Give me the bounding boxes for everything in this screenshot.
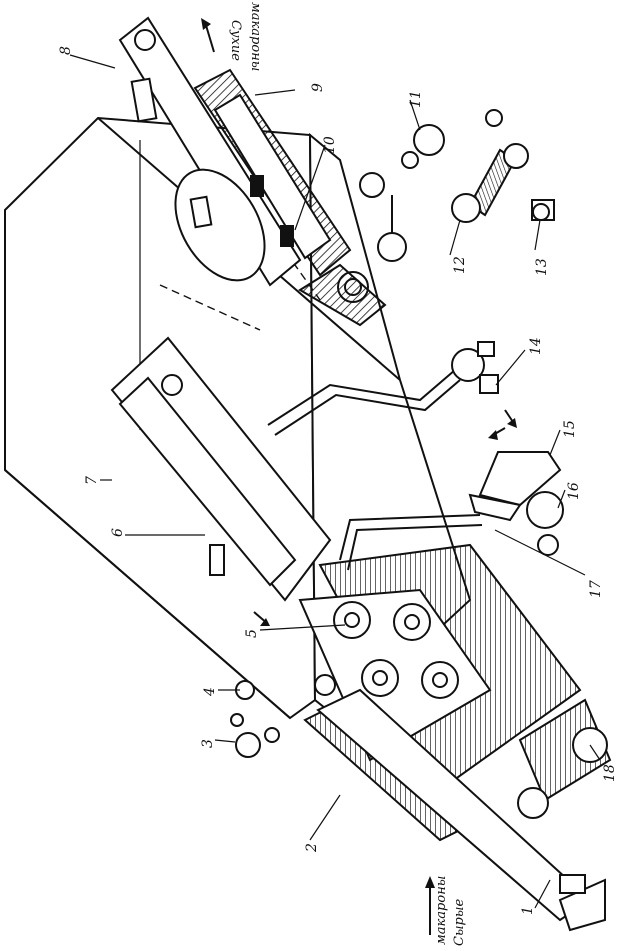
inlet-conveyor	[230, 674, 606, 932]
air-duct-fan	[267, 341, 499, 436]
callout-16: 16	[566, 482, 582, 500]
callout-1: 1	[520, 906, 536, 915]
callout-18: 18	[602, 764, 618, 782]
lower-drying-block	[298, 543, 612, 819]
callout-17: 17	[588, 580, 604, 598]
callout-15: 15	[562, 420, 578, 438]
fan-grid	[333, 601, 459, 699]
flow-label-raw-line1: Сырые	[452, 899, 467, 946]
flow-label-raw-line2: макароны	[434, 876, 449, 945]
callout-12: 12	[452, 256, 468, 274]
callout-6: 6	[110, 528, 126, 537]
flow-label-dry-line1: Сухие	[228, 20, 243, 61]
callout-8: 8	[58, 46, 74, 55]
callout-2: 2	[304, 843, 320, 853]
callout-5: 5	[244, 629, 260, 638]
callout-9: 9	[310, 83, 326, 92]
callout-11: 11	[408, 90, 424, 108]
callout-numbers: 1 2 3 4 5 6 7 8 9 10 11 12 13 14 15 16 1…	[58, 46, 618, 915]
leader-lines	[69, 54, 601, 909]
flow-label-raw: Сырые макароны	[425, 876, 467, 946]
drive-gears	[359, 109, 555, 262]
direction-arrows	[253, 409, 517, 626]
callout-14: 14	[528, 337, 544, 355]
callout-7: 7	[84, 476, 100, 485]
callout-4: 4	[202, 687, 218, 697]
hopper-feeder	[339, 451, 564, 571]
callout-13: 13	[534, 258, 550, 276]
flow-label-dry: Сухие макароны	[201, 2, 263, 71]
flow-label-dry-line2: макароны	[248, 2, 263, 71]
top-conveyor	[118, 16, 387, 327]
callout-3: 3	[200, 739, 216, 748]
callout-10: 10	[322, 136, 338, 154]
